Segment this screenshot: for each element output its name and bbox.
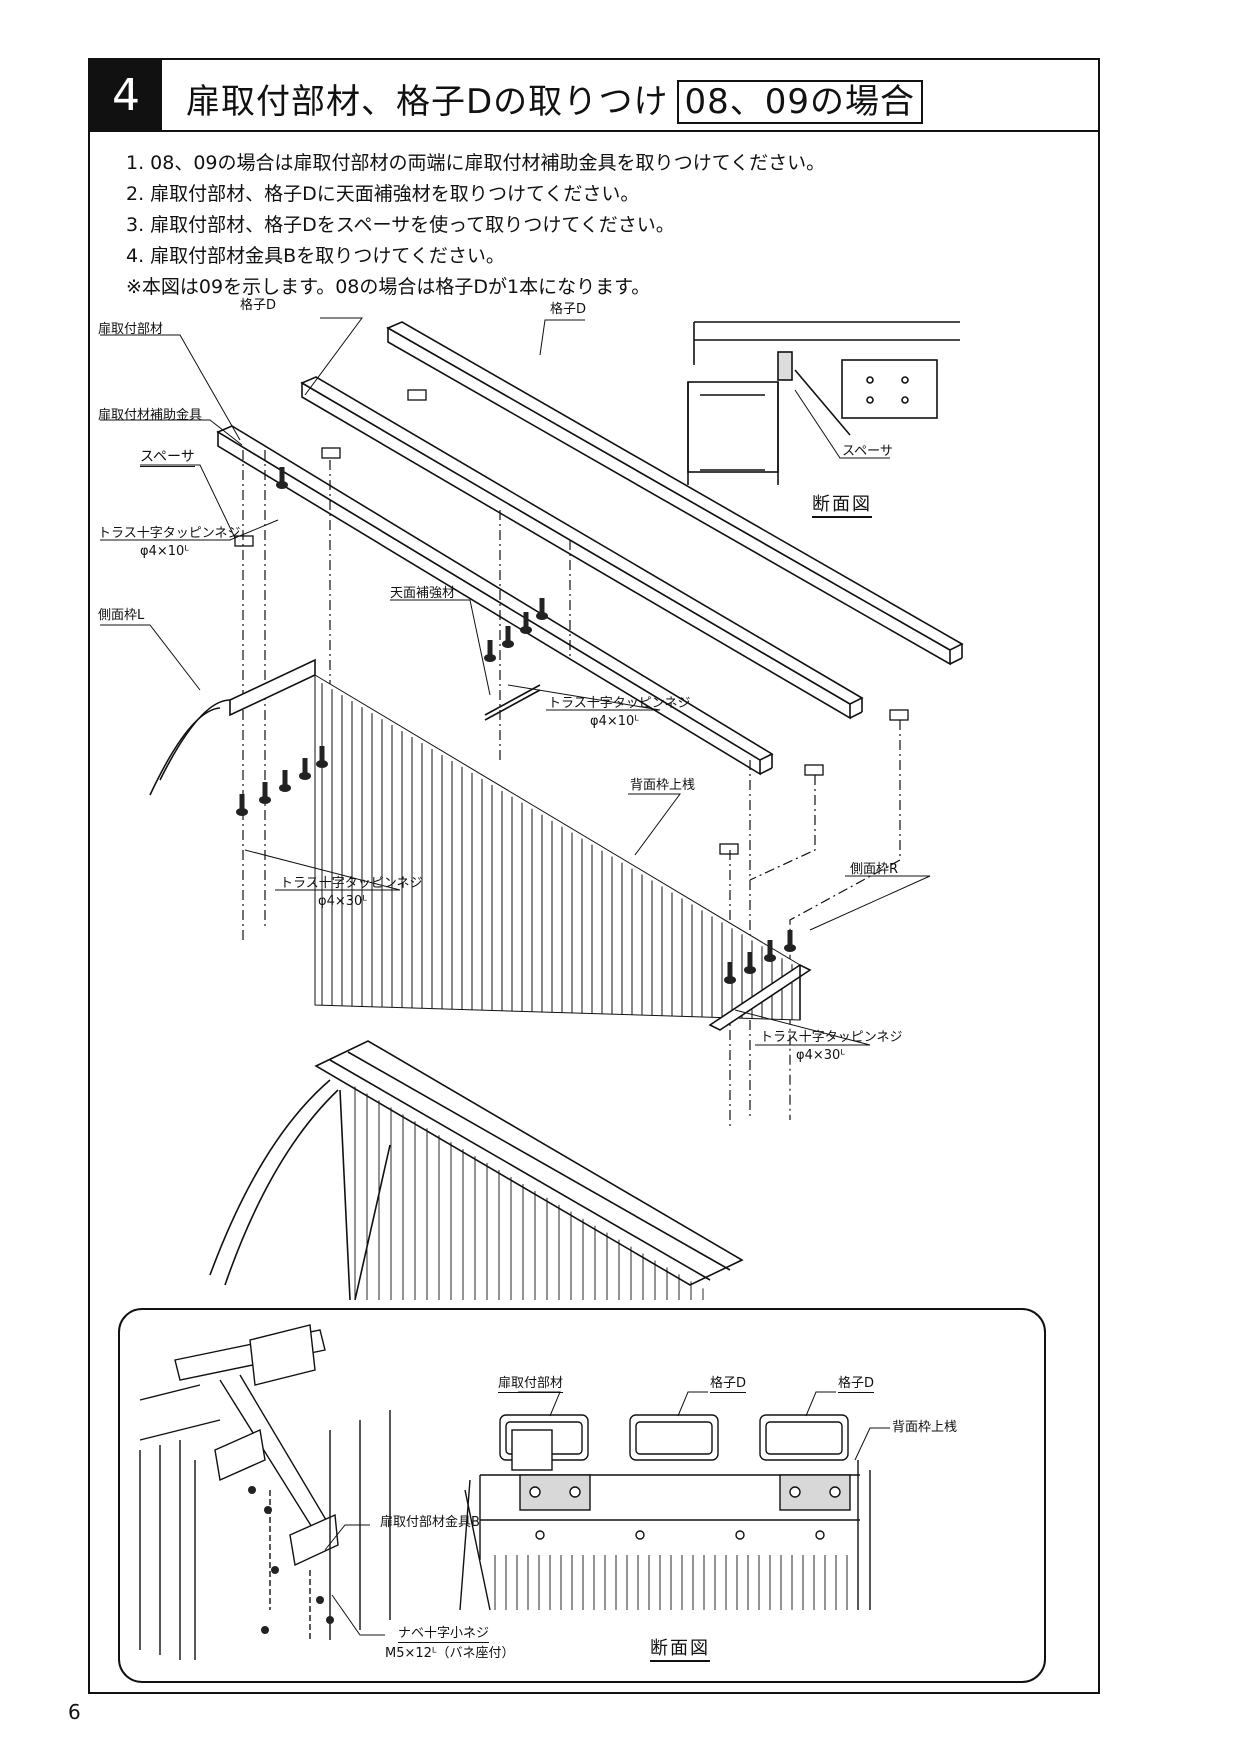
assembly-diagram bbox=[100, 317, 964, 1301]
instruction-item: 1. 08、09の場合は扉取付部材の両端に扉取付材補助金具を取りつけてください。 bbox=[126, 152, 826, 174]
label-spacer: スペーサ bbox=[140, 449, 195, 467]
label-haimen: 背面枠上桟 bbox=[630, 778, 696, 793]
screw-icon bbox=[236, 794, 248, 816]
spacer-part bbox=[804, 764, 824, 776]
step-title-case: 08、09の場合 bbox=[676, 80, 924, 124]
screw-icon bbox=[316, 746, 328, 768]
tobira-buzai-rail bbox=[216, 425, 774, 776]
sokumen-frame-l bbox=[149, 658, 316, 796]
screw-icon bbox=[536, 598, 548, 620]
screw-icon bbox=[259, 782, 271, 804]
page-number: 6 bbox=[68, 1700, 81, 1724]
section-inset-top bbox=[687, 321, 960, 485]
label-sokumen-r: 側面枠R bbox=[850, 862, 899, 877]
label-screw-30b-name: トラス十字タッピンネジ bbox=[760, 1030, 903, 1045]
label-hojo-kanagu: 扉取付材補助金具 bbox=[98, 408, 203, 423]
spacer-part bbox=[407, 389, 427, 401]
label-sokumen-l: 側面枠L bbox=[98, 608, 145, 623]
spacer-part bbox=[234, 535, 254, 547]
label-detail-koshi-2: 格子D bbox=[838, 1376, 875, 1393]
label-screw-30-name: トラス十字タッピンネジ bbox=[280, 876, 423, 891]
instruction-list: 1. 08、09の場合は扉取付部材の両端に扉取付材補助金具を取りつけてください。… bbox=[126, 148, 825, 303]
koshi-d-rail-middle bbox=[300, 376, 864, 720]
screw-icon bbox=[484, 640, 496, 662]
installed-view bbox=[209, 1040, 744, 1301]
screw-icon bbox=[279, 770, 291, 792]
section-title-top: 断面図 bbox=[812, 490, 872, 518]
label-detail-tobira: 扉取付部材 bbox=[498, 1376, 564, 1393]
section-title-detail: 断面図 bbox=[650, 1634, 710, 1662]
sokumen-frame-r bbox=[708, 964, 812, 1031]
label-detail-koshi-1: 格子D bbox=[710, 1376, 747, 1393]
koshi-d-rail-back bbox=[386, 321, 964, 666]
screw-icon bbox=[744, 952, 756, 974]
label-koshi-d-1: 格子D bbox=[240, 298, 277, 313]
label-screw-10-name: トラス十字タッピンネジ bbox=[98, 526, 241, 541]
label-screw-30-size: φ4×30ᴸ bbox=[318, 894, 367, 909]
screw-icon bbox=[299, 758, 311, 780]
detail-right-section bbox=[459, 1391, 890, 1611]
tenmen-reinforcement bbox=[484, 684, 541, 721]
instruction-item: 2. 扉取付部材、格子Dに天面補強材を取りつけてください。 bbox=[126, 183, 640, 205]
label-nabe-size: M5×12ᴸ（バネ座付） bbox=[385, 1646, 515, 1661]
spacer-part bbox=[889, 709, 909, 721]
instruction-item: 3. 扉取付部材、格子Dをスペーサを使って取りつけてください。 bbox=[126, 214, 675, 236]
label-koshi-d-2: 格子D bbox=[550, 302, 587, 317]
spacer-part bbox=[719, 843, 739, 855]
label-screw-10b-size: φ4×10ᴸ bbox=[590, 714, 639, 729]
detail-box: 扉取付部材金具B ナベ十字小ネジ M5×12ᴸ（バネ座付） 扉取付部材 格子D … bbox=[118, 1308, 1046, 1683]
instruction-note: ※本図は09を示します。08の場合は格子Dが1本になります。 bbox=[126, 276, 651, 298]
step-title-text: 扉取付部材、格子Dの取りつけ bbox=[186, 82, 669, 122]
detail-diagram bbox=[139, 1324, 890, 1660]
step-number: 4 bbox=[90, 60, 162, 130]
detail-left-perspective bbox=[139, 1324, 391, 1660]
screw-icon bbox=[764, 940, 776, 962]
label-kanagu-b: 扉取付部材金具B bbox=[380, 1515, 480, 1530]
label-nabe-name: ナベ十字小ネジ bbox=[398, 1626, 490, 1643]
label-screw-30b-size: φ4×30ᴸ bbox=[796, 1048, 845, 1063]
label-tobira-buzai: 扉取付部材 bbox=[98, 322, 164, 337]
screw-icon bbox=[784, 930, 796, 952]
screw-icon bbox=[276, 467, 288, 489]
back-panel bbox=[314, 674, 801, 1021]
instruction-item: 4. 扉取付部材金具Bを取りつけてください。 bbox=[126, 245, 505, 267]
screw-icon bbox=[724, 962, 736, 984]
label-tenmen: 天面補強材 bbox=[390, 586, 456, 601]
screw-icon bbox=[502, 626, 514, 648]
screw-icon bbox=[520, 612, 532, 634]
screws-group bbox=[236, 467, 796, 984]
label-detail-haimen: 背面枠上桟 bbox=[892, 1420, 958, 1435]
spacer-part bbox=[321, 447, 341, 459]
label-screw-10-size: φ4×10ᴸ bbox=[140, 544, 189, 559]
label-section-spacer: スペーサ bbox=[842, 444, 893, 459]
label-screw-10b-name: トラス十字タッピンネジ bbox=[548, 696, 691, 711]
